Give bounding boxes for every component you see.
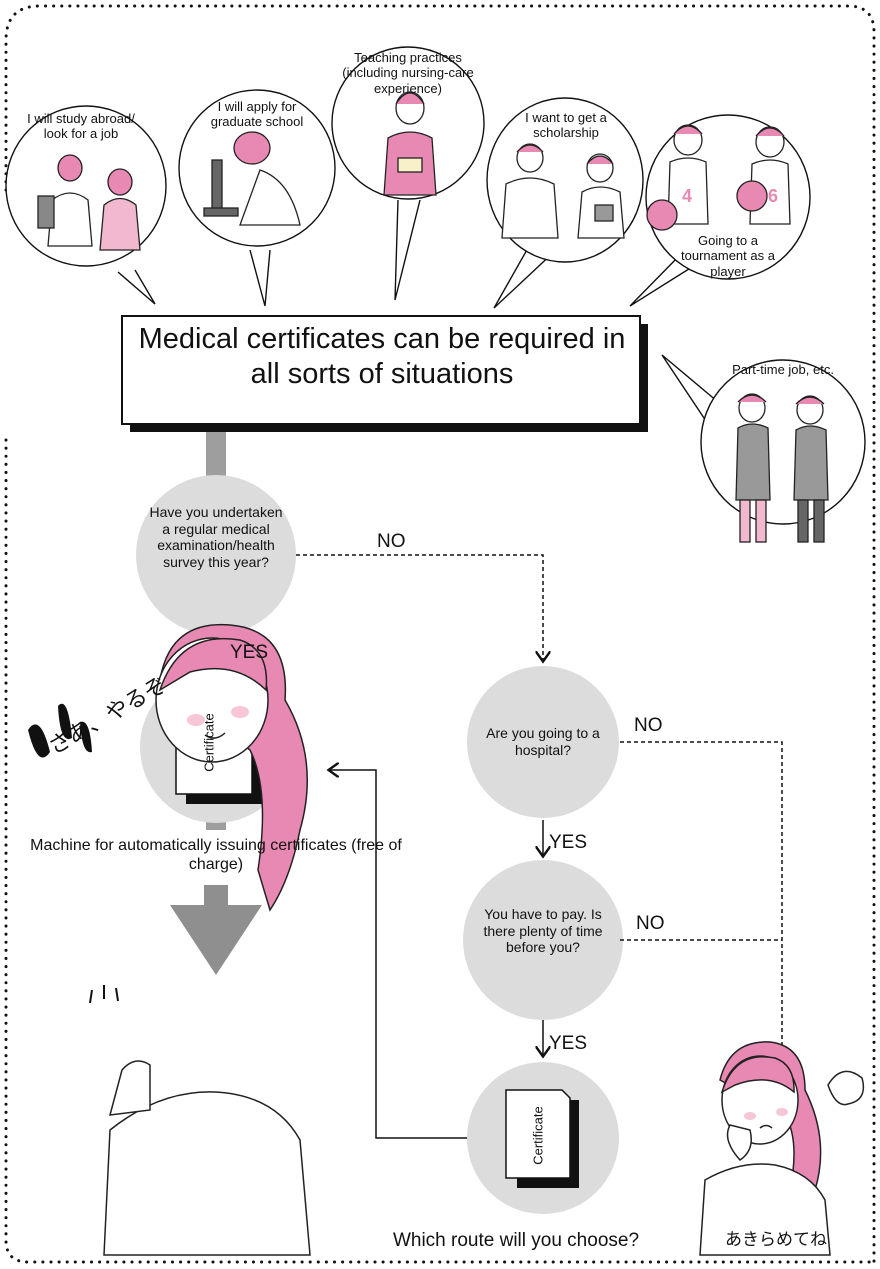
dotted-frame [4,4,876,1264]
page-title: Medical certificates can be required in … [138,323,626,390]
yes-label-q1: YES [230,642,269,663]
yes-label-q3: YES [549,1033,588,1054]
connector-lines [296,554,782,1139]
no-label-q1: NO [377,531,406,552]
no-label-q2: NO [634,715,663,736]
no-label-q3: NO [636,913,665,934]
sad-girl-illustration [699,1041,865,1256]
q3-node [463,860,623,1020]
microscope-illustration [203,131,301,226]
part-time-workers-illustration [735,393,829,543]
title-box [121,315,641,425]
situation-label-part-time: Part-time job, etc. [732,362,834,377]
machine-caption: Machine for automatically issuing certif… [30,837,402,873]
situation-label-tournament: Going to a tournament as a player [681,233,775,279]
sad-caption: あきらめてね [725,1230,827,1250]
big-down-arrow [170,885,262,975]
certificate-label-right: Certificate [530,1106,546,1165]
footer-question: Which route will you choose? [392,1230,640,1251]
basketball-players-illustration [646,124,791,231]
students-illustration [37,154,141,251]
happy-girl-illustration [103,623,311,1256]
situation-label-study-abroad: I will study abroad/ look for a job [27,111,135,142]
q2-node [467,666,619,818]
situation-label-scholarship: I want to get a scholarship [525,110,607,141]
teacher-illustration [383,91,437,196]
situation-label-teaching: Teaching practices (including nursing-ca… [342,50,474,96]
q3-question: You have to pay. Is there plenty of time… [483,906,603,956]
certificate-label-left: Certificate [201,713,217,772]
thinking-students-illustration [501,143,625,239]
certificate-doc-right [505,1089,579,1188]
exclamation-marks [28,703,119,1004]
q1-node [136,475,296,635]
situation-label-graduate: I will apply for graduate school [210,99,304,130]
player-number-6: 6 [767,186,778,206]
yes-label-q2: YES [549,832,588,853]
q2-question: Are you going to a hospital? [486,725,600,758]
player-number-4: 4 [681,186,692,206]
q1-question: Have you undertaken a regular medical ex… [149,504,283,570]
